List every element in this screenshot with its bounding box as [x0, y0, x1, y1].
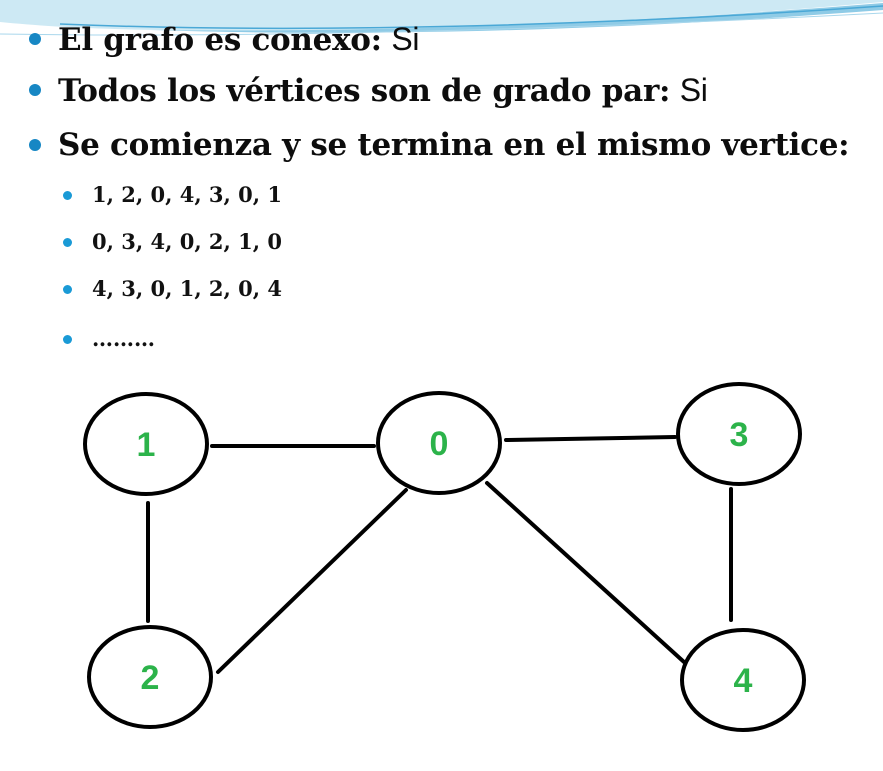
bullet-dot	[29, 139, 41, 151]
graph-node-circle	[676, 382, 802, 486]
bullet-same-start-end: Se comienza y se termina en el mismo ver…	[58, 120, 850, 170]
sub-bullet-dot	[63, 238, 72, 247]
graph-node-2: 2	[87, 625, 213, 729]
bullet-value: Si	[391, 21, 420, 57]
bullet-dot	[29, 33, 41, 45]
graph-diagram: 1 0 3 2 4	[83, 382, 806, 732]
graph-node-4: 4	[680, 628, 806, 732]
graph-node-label: 4	[734, 662, 753, 700]
bullet-value: Si	[679, 72, 708, 108]
header-swoosh-decoration	[0, 0, 883, 36]
graph-node-label: 3	[730, 416, 749, 454]
sub-bullet-path: 0, 3, 4, 0, 2, 1, 0	[92, 229, 283, 254]
sub-bullet-ellipsis: ………	[92, 326, 155, 351]
graph-node-label: 0	[430, 425, 449, 463]
bullet-connected: El grafo es conexo: Si	[58, 14, 420, 64]
sub-bullet-dot	[63, 191, 72, 200]
graph-edges	[146, 435, 733, 674]
graph-node-3: 3	[676, 382, 802, 486]
bullet-even-degree: Todos los vértices son de grado par: Si	[58, 65, 708, 115]
sub-bullet-path: 4, 3, 0, 1, 2, 0, 4	[92, 276, 283, 301]
graph-node-1: 1	[83, 392, 209, 496]
bullet-dot	[29, 84, 41, 96]
graph-node-label: 1	[137, 426, 156, 464]
sub-bullet-dot	[63, 285, 72, 294]
graph-node-circle	[680, 628, 806, 732]
graph-edge-0-3	[504, 435, 677, 442]
graph-nodes: 1 0 3 2 4	[83, 382, 806, 732]
bullet-label: Se comienza y se termina en el mismo ver…	[58, 127, 850, 163]
bullet-label: El grafo es conexo:	[58, 22, 382, 58]
graph-node-0: 0	[376, 391, 502, 495]
graph-edge-2-0	[216, 488, 408, 674]
sub-bullet-path: 1, 2, 0, 4, 3, 0, 1	[92, 182, 283, 207]
graph-node-circle	[376, 391, 502, 495]
graph-node-circle	[87, 625, 213, 729]
graph-node-label: 2	[141, 659, 160, 697]
graph-edge-0-4	[485, 481, 686, 664]
bullet-label: Todos los vértices son de grado par:	[58, 73, 671, 109]
graph-node-circle	[83, 392, 209, 496]
sub-bullet-dot	[63, 335, 72, 344]
